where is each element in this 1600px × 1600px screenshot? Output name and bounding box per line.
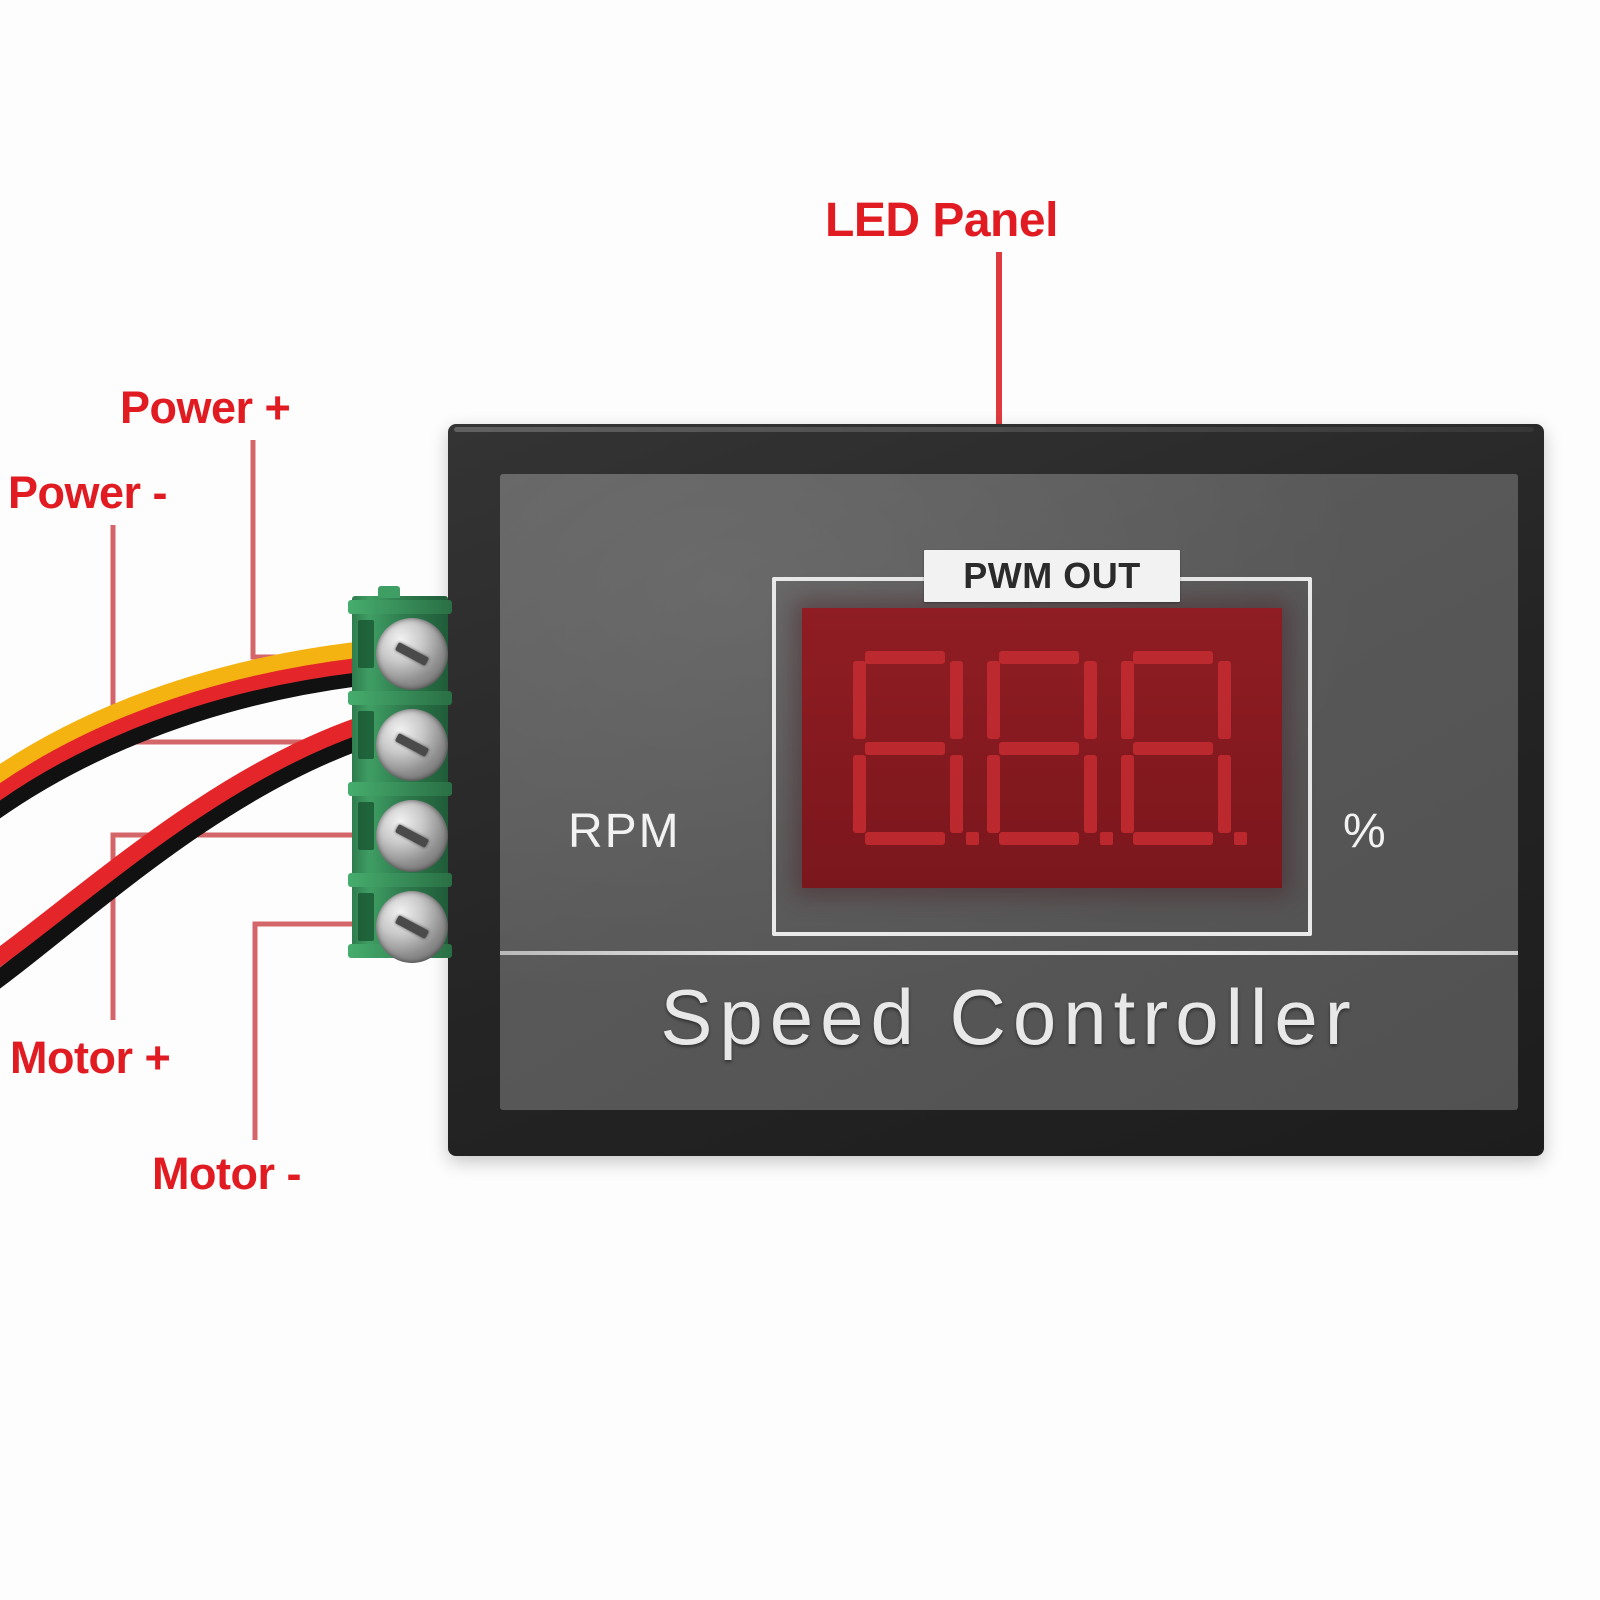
led-display[interactable] [802,608,1282,888]
percent-label: % [1343,805,1386,858]
wire-power-black [0,669,365,819]
terminal-rail [348,782,452,796]
terminal-nub [378,586,400,598]
product-name-label: Speed Controller [660,973,1358,1061]
terminal-screw-power-minus[interactable] [376,709,448,781]
terminal-rail [348,691,452,705]
annotation-power-minus: Power - [8,467,168,518]
terminal-slot [358,711,374,759]
panel-divider [500,951,1518,955]
led-digit-3 [1117,651,1247,845]
led-digit-1 [849,651,979,845]
terminal-rail [348,873,452,887]
terminal-slot [358,802,374,850]
wire-motor-black [0,733,367,989]
front-panel-face: PWM OUT RPM % Speed Controller [500,474,1518,1110]
screw-terminal-block[interactable] [348,586,452,963]
terminal-slot [358,893,374,941]
wire-power-yellow [0,642,364,784]
terminal-slot [358,620,374,668]
terminal-screw-motor-minus[interactable] [376,891,448,963]
annotation-motor-minus: Motor - [152,1148,301,1199]
pwm-out-label: PWM OUT [963,555,1141,596]
rpm-label: RPM [568,805,681,858]
terminal-screw-motor-plus[interactable] [376,800,448,872]
bezel-highlight [454,427,1534,432]
speed-controller-device: PWM OUT RPM % Speed Controller [448,424,1544,1156]
annotation-motor-plus: Motor + [10,1032,171,1083]
annotation-led-panel: LED Panel [825,194,1058,247]
pwm-out-label-tab: PWM OUT [924,550,1180,602]
wire-motor-red [0,717,367,968]
terminal-rail [348,600,452,614]
led-digit-2 [983,651,1113,845]
wire-power-red [0,655,365,801]
annotation-power-plus: Power + [120,382,291,433]
terminal-screw-power-plus[interactable] [376,618,448,690]
